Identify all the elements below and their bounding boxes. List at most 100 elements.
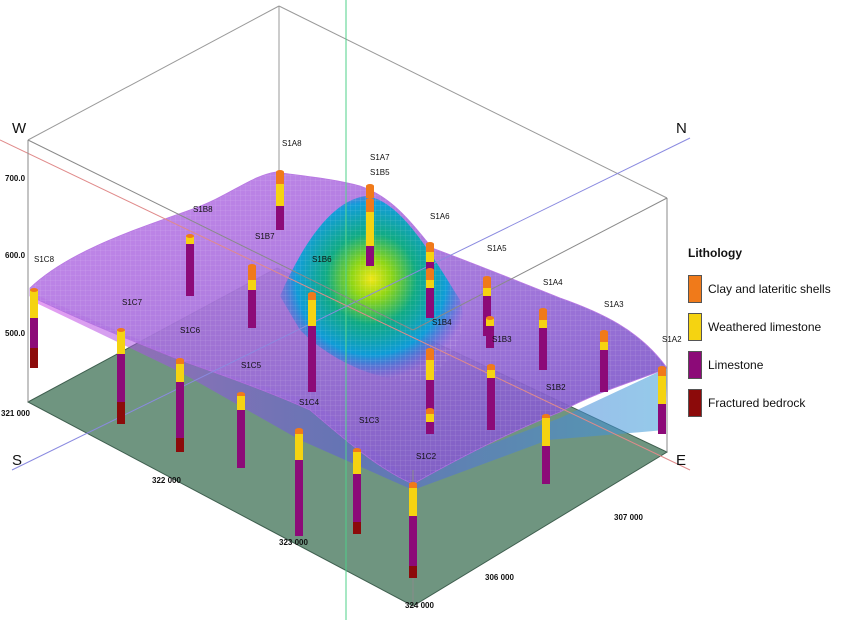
borehole-segment xyxy=(186,236,194,244)
borehole-segment xyxy=(366,212,374,246)
borehole-segment xyxy=(176,438,184,452)
legend-title: Lithology xyxy=(688,246,742,260)
borehole-cap xyxy=(658,366,666,370)
borehole-segment xyxy=(426,252,434,262)
label-s1a4: S1A4 xyxy=(543,278,563,287)
label-s1b6: S1B6 xyxy=(312,255,332,264)
borehole-segment xyxy=(276,206,284,230)
label-s1c2: S1C2 xyxy=(416,452,437,461)
borehole-cap xyxy=(276,170,284,174)
borehole-segment xyxy=(658,404,666,434)
borehole-segment xyxy=(353,452,361,474)
borehole-segment xyxy=(308,294,316,300)
borehole-cap xyxy=(308,292,316,296)
borehole-cap xyxy=(353,448,361,452)
borehole-segment xyxy=(658,368,666,376)
borehole-cap xyxy=(176,358,184,362)
borehole-segment xyxy=(426,360,434,380)
borehole-segment xyxy=(600,350,608,392)
borehole-cap xyxy=(483,276,491,280)
label-s1c7: S1C7 xyxy=(122,298,143,307)
borehole-segment xyxy=(117,330,125,354)
borehole-cap xyxy=(248,264,256,268)
borehole-segment xyxy=(426,244,434,252)
compass-north: N xyxy=(676,120,687,137)
borehole-segment xyxy=(353,474,361,522)
label-s1a2: S1A2 xyxy=(662,335,682,344)
borehole-segment xyxy=(30,348,38,368)
borehole-segment xyxy=(237,396,245,410)
borehole-segment xyxy=(366,200,374,212)
label-s1b2: S1B2 xyxy=(546,383,566,392)
legend-item-clay: Clay and lateritic shells xyxy=(688,270,856,308)
borehole-segment xyxy=(409,566,417,578)
borehole-segment xyxy=(539,320,547,328)
legend-swatch-clay xyxy=(688,275,702,303)
borehole-segment xyxy=(600,332,608,342)
borehole-segment xyxy=(353,522,361,534)
borehole-segment xyxy=(426,280,434,288)
borehole-segment xyxy=(483,278,491,288)
borehole-segment xyxy=(426,288,434,318)
north-tick-306000: 306 000 xyxy=(485,573,514,582)
borehole-segment xyxy=(30,290,38,318)
borehole-segment xyxy=(366,246,374,266)
legend-item-fractured-bedrock: Fractured bedrock xyxy=(688,384,856,422)
borehole-segment xyxy=(539,310,547,320)
legend-label-limestone: Limestone xyxy=(708,358,764,372)
surface-front-face xyxy=(30,292,667,490)
borehole-cap xyxy=(486,316,494,320)
label-s1a3: S1A3 xyxy=(604,300,624,309)
borehole-segment xyxy=(486,318,494,326)
borehole-segment xyxy=(483,288,491,296)
borehole-segment xyxy=(248,280,256,290)
borehole-cap xyxy=(295,428,303,432)
borehole-segment xyxy=(117,354,125,402)
label-s1a6: S1A6 xyxy=(430,212,450,221)
legend-label-clay: Clay and lateritic shells xyxy=(708,282,831,296)
borehole-segment xyxy=(539,328,547,370)
borehole-segment xyxy=(295,434,303,460)
northing-ticks: 306 000 307 000 xyxy=(485,513,643,582)
borehole-segment xyxy=(176,382,184,438)
elev-tick-500: 500.0 xyxy=(5,329,26,338)
borehole-cap xyxy=(426,242,434,246)
borehole-segment xyxy=(237,410,245,468)
compass-south: S xyxy=(12,452,22,469)
compass-east: E xyxy=(676,452,686,469)
legend-label-weathered-limestone: Weathered limestone xyxy=(708,320,822,334)
borehole-segment xyxy=(542,446,550,484)
label-s1b5: S1B5 xyxy=(370,168,390,177)
lithology-legend: Lithology Clay and lateritic shells Weat… xyxy=(688,246,856,422)
east-tick-323000: 323 000 xyxy=(279,538,308,547)
borehole-cap xyxy=(409,482,417,486)
east-tick-322000: 322 000 xyxy=(152,476,181,485)
borehole-segment xyxy=(409,516,417,566)
legend-label-fractured-bedrock: Fractured bedrock xyxy=(708,396,806,410)
east-tick-321000: 321 000 xyxy=(1,409,30,418)
borehole-segment xyxy=(426,350,434,360)
legend-item-weathered-limestone: Weathered limestone xyxy=(688,308,856,346)
borehole-segment xyxy=(276,184,284,206)
label-s1a5: S1A5 xyxy=(487,244,507,253)
legend-swatch-weathered-limestone xyxy=(688,313,702,341)
borehole-cap xyxy=(366,198,374,202)
east-tick-324000: 324 000 xyxy=(405,601,434,610)
borehole-segment xyxy=(426,414,434,422)
label-s1c8: S1C8 xyxy=(34,255,55,264)
borehole-segment xyxy=(658,376,666,404)
borehole-cap xyxy=(539,308,547,312)
borehole-segment xyxy=(426,380,434,434)
borehole-segment xyxy=(295,460,303,536)
borehole-segment xyxy=(542,418,550,446)
borehole-segment xyxy=(30,318,38,348)
borehole-segment xyxy=(117,402,125,424)
borehole-segment xyxy=(366,186,374,198)
borehole-segment xyxy=(409,488,417,516)
borehole-segment xyxy=(487,370,495,378)
borehole-cap xyxy=(487,364,495,368)
borehole-cap xyxy=(426,408,434,412)
label-s1b8: S1B8 xyxy=(193,205,213,214)
borehole-segment xyxy=(600,342,608,350)
